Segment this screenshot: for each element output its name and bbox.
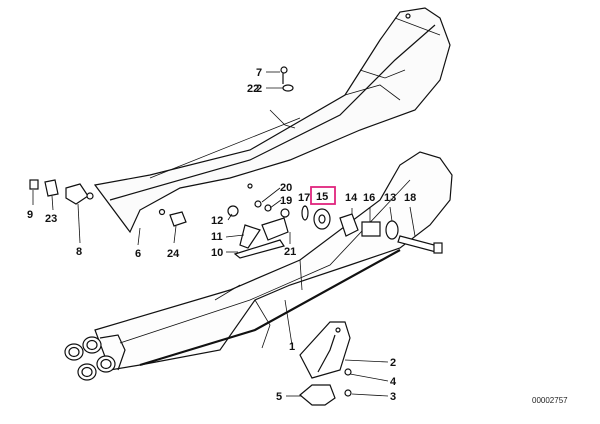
hardware-parts [29,66,443,259]
callout-9: 9 [27,209,33,221]
callout-18: 18 [404,192,416,204]
callout-16: 16 [363,192,375,204]
diagram-reference-number: 00002757 [532,396,568,405]
callouts: 7 22 9 23 8 6 24 20 19 12 11 10 21 17 15… [27,67,416,403]
callout-7: 7 [256,67,262,79]
callout-21: 21 [284,246,296,258]
callout-5: 5 [276,391,282,403]
callout-12: 12 [211,215,223,227]
callout-11: 11 [211,231,223,243]
mounting-bracket [299,321,352,406]
callout-2-upper: 2 [256,83,262,95]
callout-4: 4 [390,376,397,388]
callout-14: 14 [345,192,358,204]
highlight-box [310,186,336,205]
heat-shield [93,7,451,234]
callout-2: 2 [390,357,396,369]
callout-20: 20 [280,182,292,194]
outlet-pipes [64,334,126,381]
leader-lines [32,71,416,397]
callout-1: 1 [289,341,295,353]
callout-8: 8 [76,246,82,258]
callout-3: 3 [390,391,396,403]
callout-15: 15 [316,191,328,203]
callout-22: 22 [247,83,259,95]
callout-17: 17 [298,192,310,204]
callout-24: 24 [167,248,180,260]
callout-6: 6 [135,248,141,260]
callout-23: 23 [45,213,57,225]
callout-13: 13 [384,192,396,204]
callout-19: 19 [280,195,292,207]
callout-10: 10 [211,247,223,259]
